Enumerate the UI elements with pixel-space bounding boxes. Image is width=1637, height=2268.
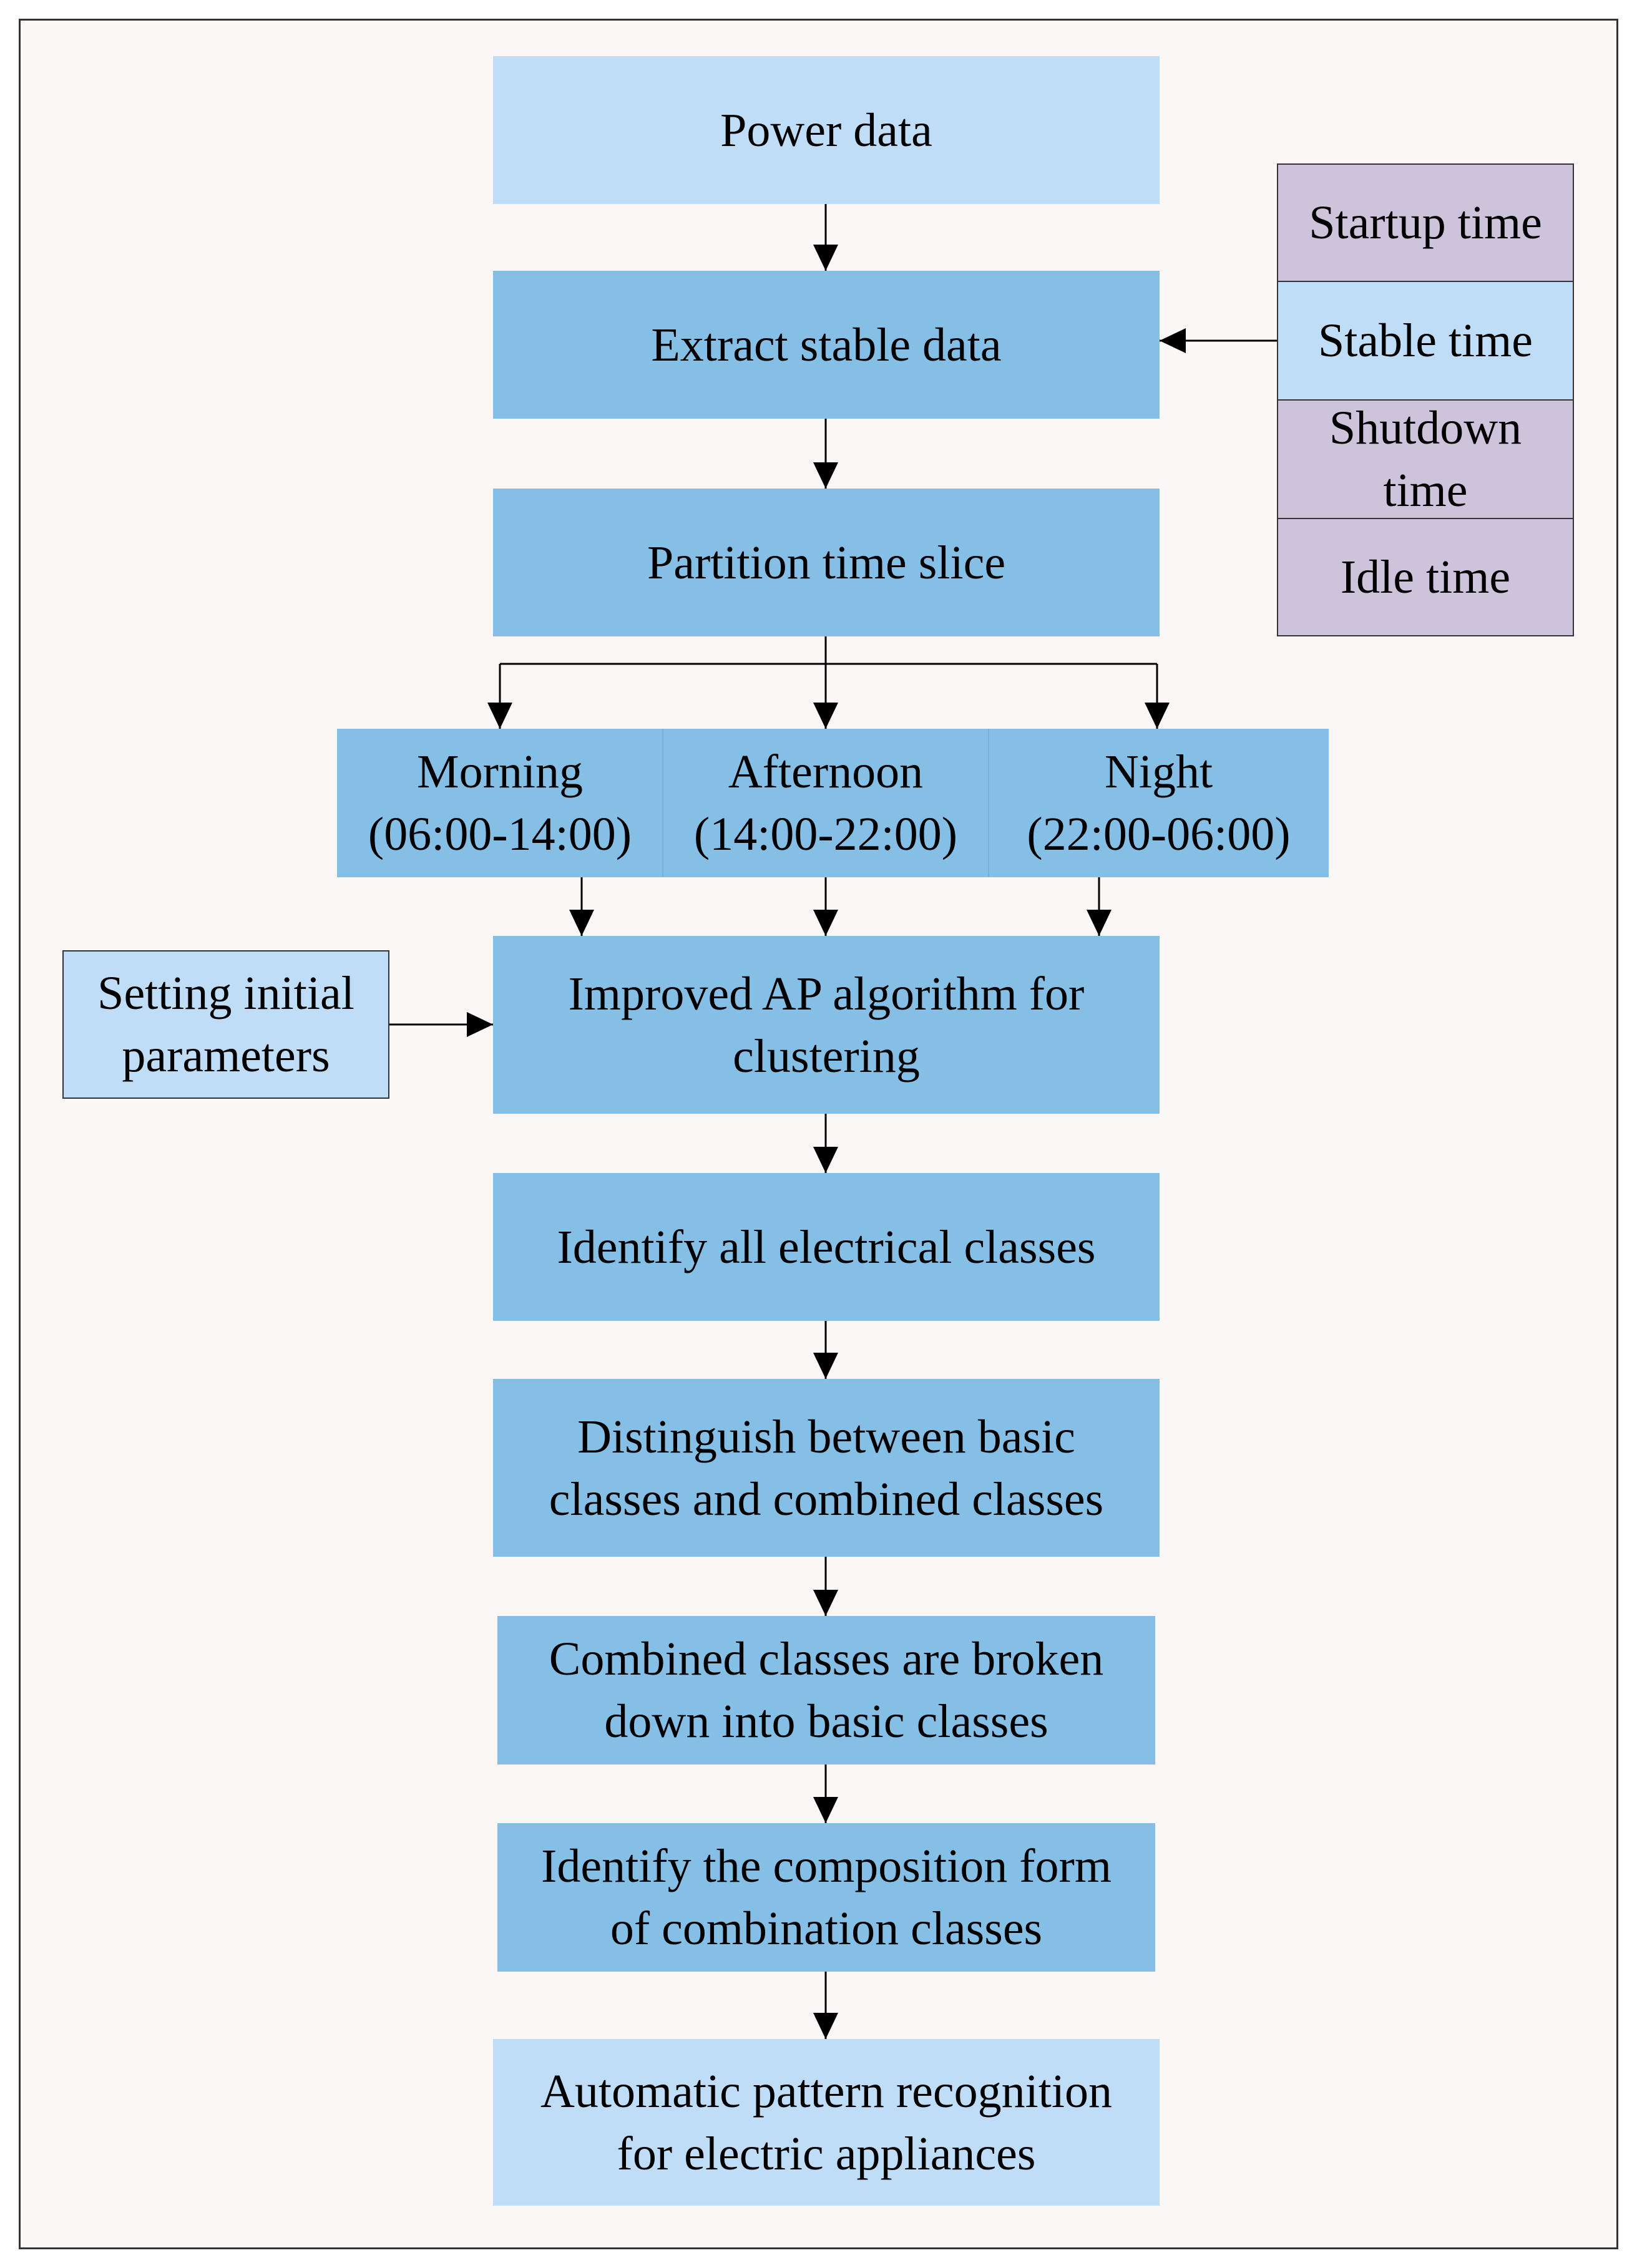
partition-time-slice-box: Partition time slice bbox=[493, 489, 1160, 636]
power-data-box: Power data bbox=[493, 56, 1160, 204]
arrowhead-night-to-ap bbox=[1087, 910, 1112, 936]
afternoon-label: Afternoon bbox=[728, 746, 924, 798]
arrowhead-identify-to-distinguish bbox=[813, 1353, 838, 1379]
arrowhead-morning-to-ap bbox=[569, 910, 594, 936]
time-slice-night: Night (22:00-06:00) bbox=[989, 729, 1329, 877]
arrowhead-afternoon-to-ap bbox=[813, 910, 838, 936]
distinguish-line-1: Distinguish between basic bbox=[577, 1410, 1075, 1463]
params-line-2: parameters bbox=[122, 1029, 330, 1082]
arrowhead-composition-to-automatic bbox=[813, 2013, 838, 2039]
stable-time-cell: Stable time bbox=[1277, 281, 1574, 401]
stable-time-label: Stable time bbox=[1317, 314, 1533, 367]
arrowhead-broken-to-composition bbox=[813, 1797, 838, 1823]
shutdown-time-cell: Shutdown time bbox=[1277, 399, 1574, 519]
automatic-line-2: for electric appliances bbox=[617, 2127, 1036, 2180]
morning-range: (06:00-14:00) bbox=[368, 808, 632, 860]
time-slice-morning: Morning (06:00-14:00) bbox=[337, 729, 663, 877]
improved-ap-algorithm-box: Improved AP algorithm for clustering bbox=[493, 936, 1160, 1114]
identify-all-classes-box: Identify all electrical classes bbox=[493, 1173, 1160, 1321]
arrowhead-stable-to-extract bbox=[1160, 328, 1186, 353]
arrowhead-to-afternoon bbox=[813, 703, 838, 729]
arrowhead-params-to-ap bbox=[467, 1012, 493, 1037]
broken-down-line-1: Combined classes are broken bbox=[549, 1633, 1104, 1685]
distinguish-line-2: classes and combined classes bbox=[549, 1472, 1104, 1526]
morning-label: Morning bbox=[417, 746, 583, 798]
shutdown-time-line-2: time bbox=[1383, 464, 1468, 517]
arrowhead-power-to-extract bbox=[813, 245, 838, 271]
arrowhead-distinguish-to-broken bbox=[813, 1590, 838, 1616]
shutdown-time-line-1: Shutdown bbox=[1329, 402, 1522, 454]
composition-line-2: of combination classes bbox=[610, 1902, 1043, 1955]
night-range: (22:00-06:00) bbox=[1027, 808, 1291, 860]
automatic-line-1: Automatic pattern recognition bbox=[540, 2065, 1112, 2118]
distinguish-classes-box: Distinguish between basic classes and co… bbox=[493, 1379, 1160, 1557]
improved-ap-line-1: Improved AP algorithm for bbox=[568, 967, 1085, 1020]
extract-stable-data-label: Extract stable data bbox=[651, 318, 1002, 371]
afternoon-range: (14:00-22:00) bbox=[693, 808, 958, 860]
broken-down-line-2: down into basic classes bbox=[604, 1695, 1048, 1748]
extract-stable-data-box: Extract stable data bbox=[493, 271, 1160, 419]
setting-initial-parameters-box: Setting initial parameters bbox=[62, 950, 389, 1099]
arrowhead-extract-to-partition bbox=[813, 462, 838, 489]
improved-ap-line-2: clustering bbox=[733, 1029, 920, 1083]
time-slice-divider bbox=[988, 729, 989, 877]
time-slice-afternoon: Afternoon (14:00-22:00) bbox=[663, 729, 989, 877]
composition-form-box: Identify the composition form of combina… bbox=[497, 1823, 1155, 1972]
composition-line-1: Identify the composition form bbox=[541, 1840, 1112, 1892]
idle-time-cell: Idle time bbox=[1277, 518, 1574, 636]
arrowhead-ap-to-identify bbox=[813, 1147, 838, 1173]
arrowhead-to-night bbox=[1145, 703, 1170, 729]
automatic-recognition-box: Automatic pattern recognition for electr… bbox=[493, 2039, 1160, 2206]
night-label: Night bbox=[1104, 746, 1213, 798]
startup-time-label: Startup time bbox=[1309, 197, 1542, 249]
startup-time-cell: Startup time bbox=[1277, 163, 1574, 282]
arrowhead-to-morning bbox=[487, 703, 512, 729]
idle-time-label: Idle time bbox=[1340, 551, 1511, 603]
partition-time-slice-label: Partition time slice bbox=[647, 536, 1006, 589]
time-slice-divider bbox=[662, 729, 663, 877]
combined-broken-down-box: Combined classes are broken down into ba… bbox=[497, 1616, 1155, 1764]
params-line-1: Setting initial bbox=[97, 967, 354, 1020]
identify-all-classes-label: Identify all electrical classes bbox=[557, 1220, 1096, 1273]
power-data-label: Power data bbox=[720, 104, 932, 157]
